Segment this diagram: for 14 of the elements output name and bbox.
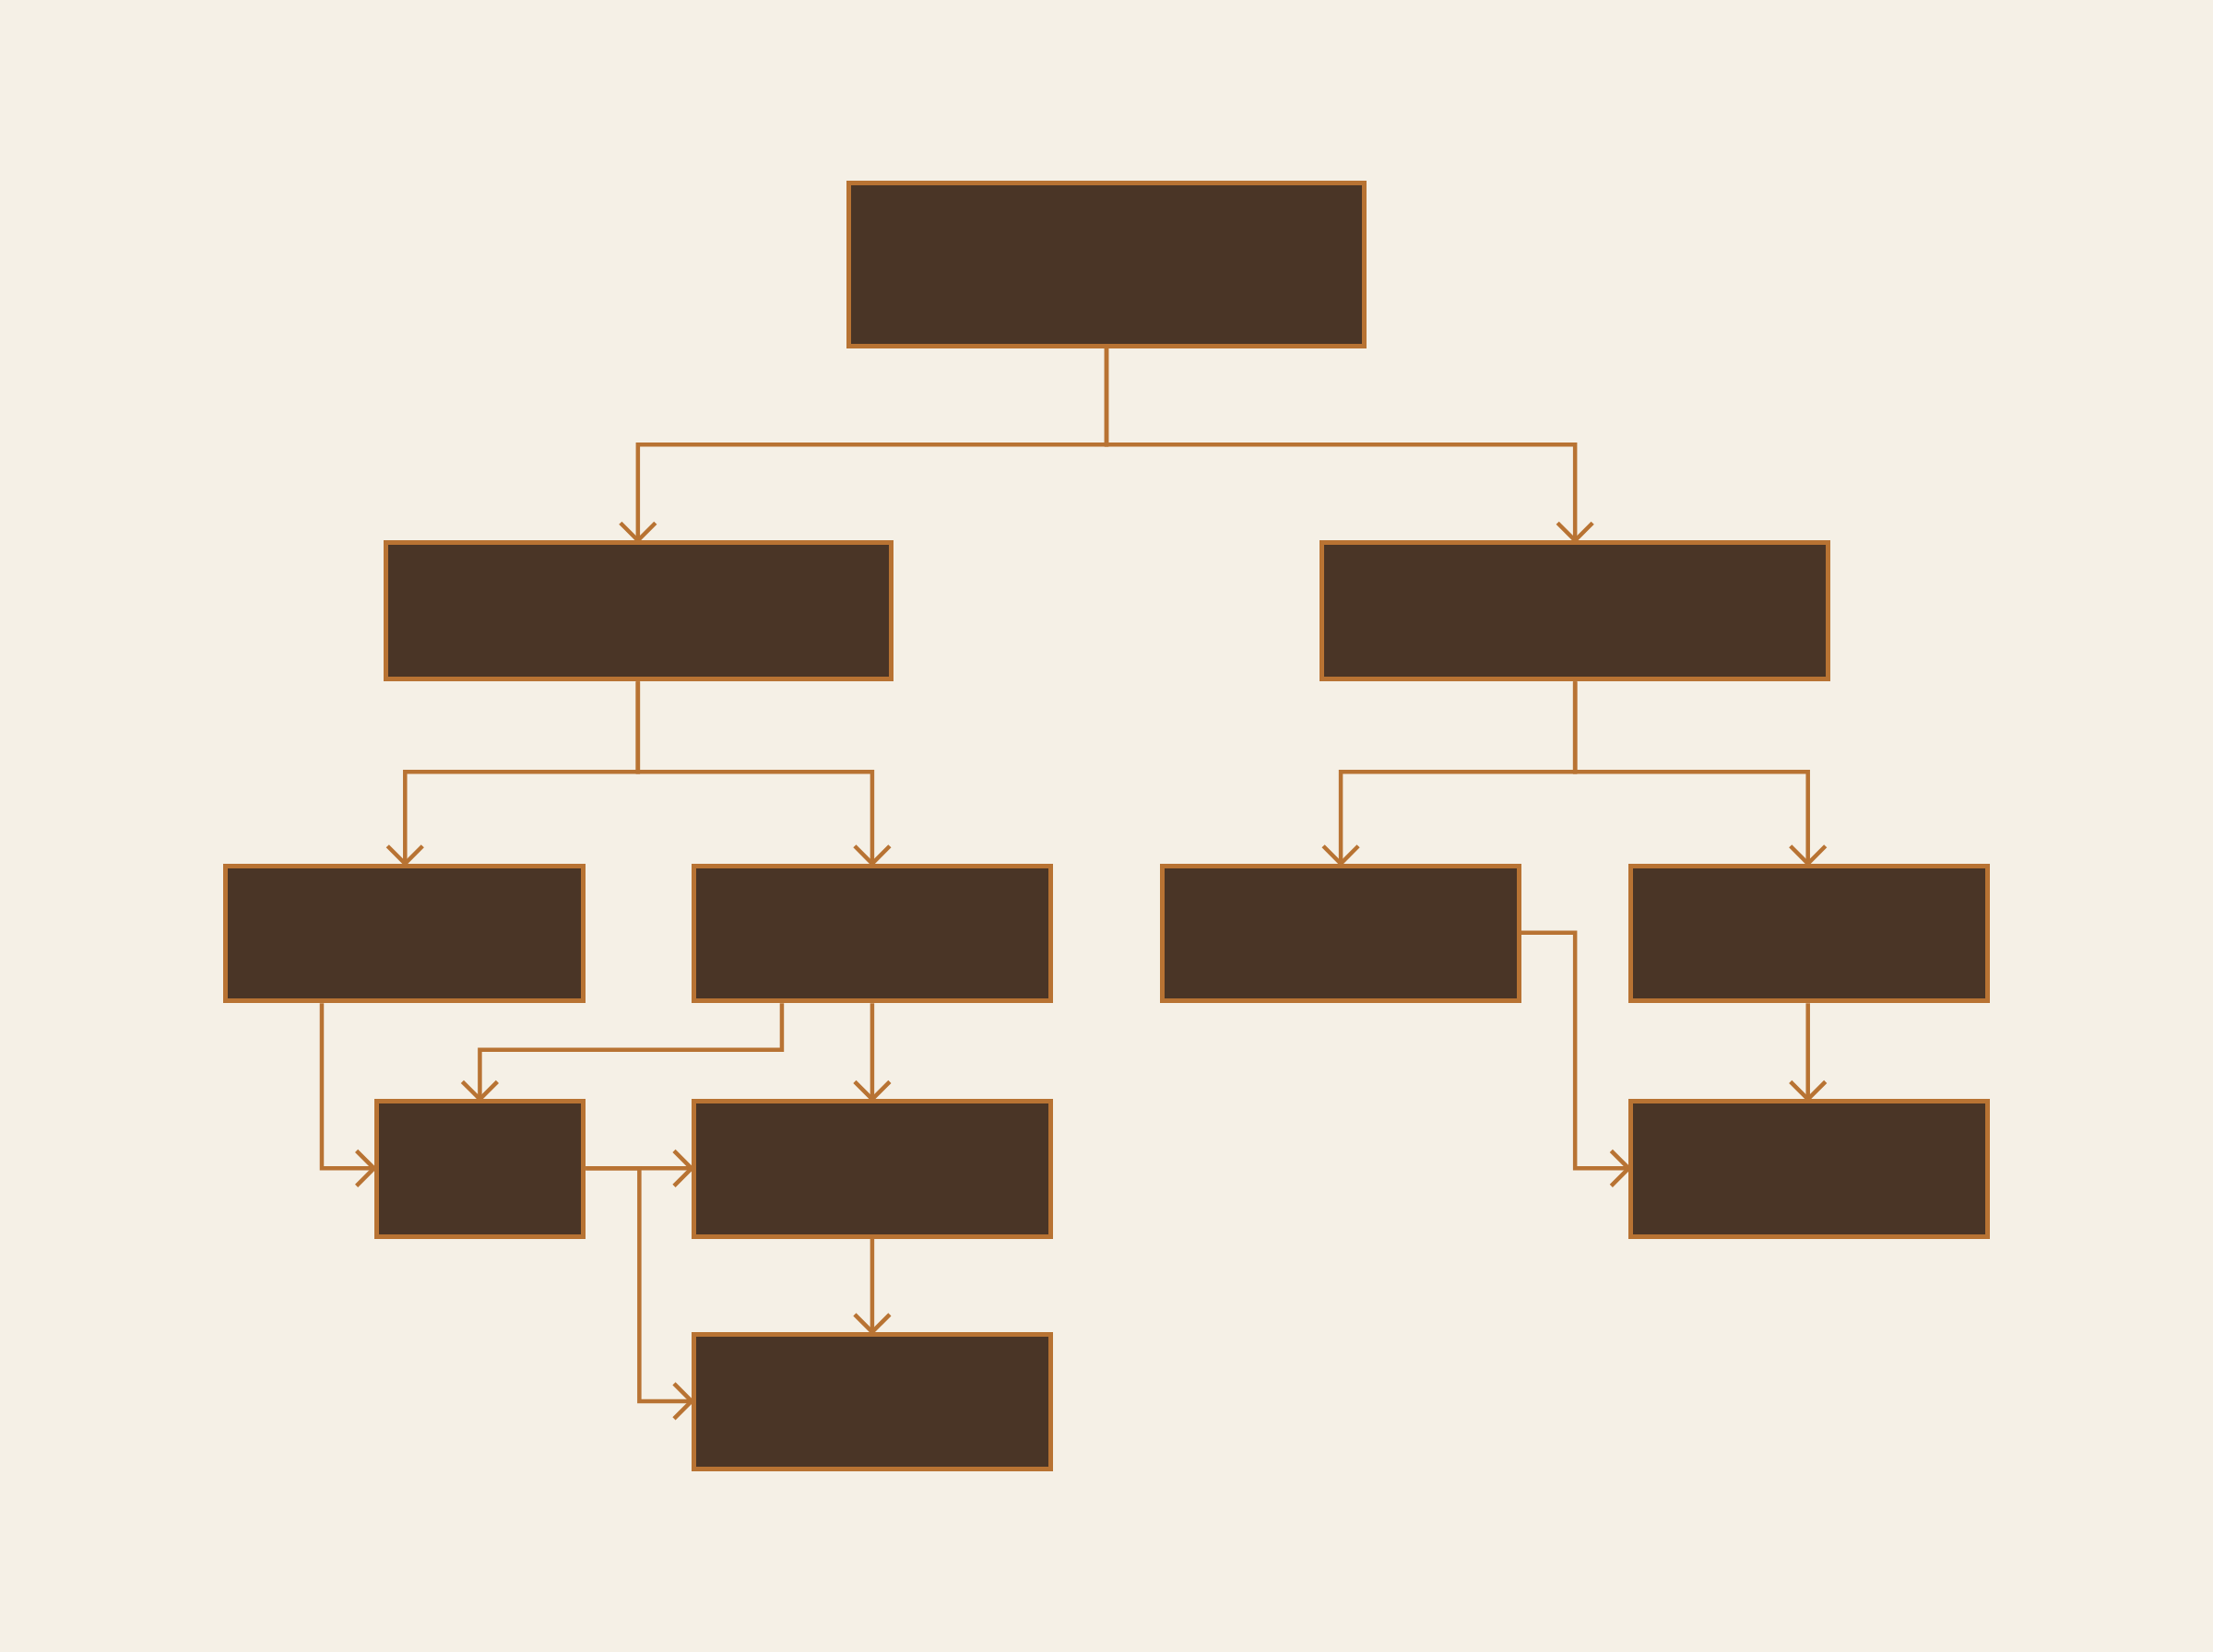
empty-box — [692, 1331, 1053, 1472]
empty-box — [1628, 1099, 1991, 1239]
empty-box — [846, 180, 1367, 349]
connector-arrow — [319, 1003, 376, 1188]
empty-box — [1320, 540, 1831, 682]
empty-box — [1628, 863, 1991, 1004]
empty-box — [384, 540, 893, 682]
empty-box — [692, 863, 1053, 1004]
empty-box — [692, 1099, 1053, 1239]
empty-box — [222, 863, 586, 1004]
empty-box — [373, 1099, 586, 1239]
connector-arrow — [635, 681, 893, 866]
empty-box — [1160, 863, 1521, 1004]
connector-arrow — [1572, 681, 1828, 866]
